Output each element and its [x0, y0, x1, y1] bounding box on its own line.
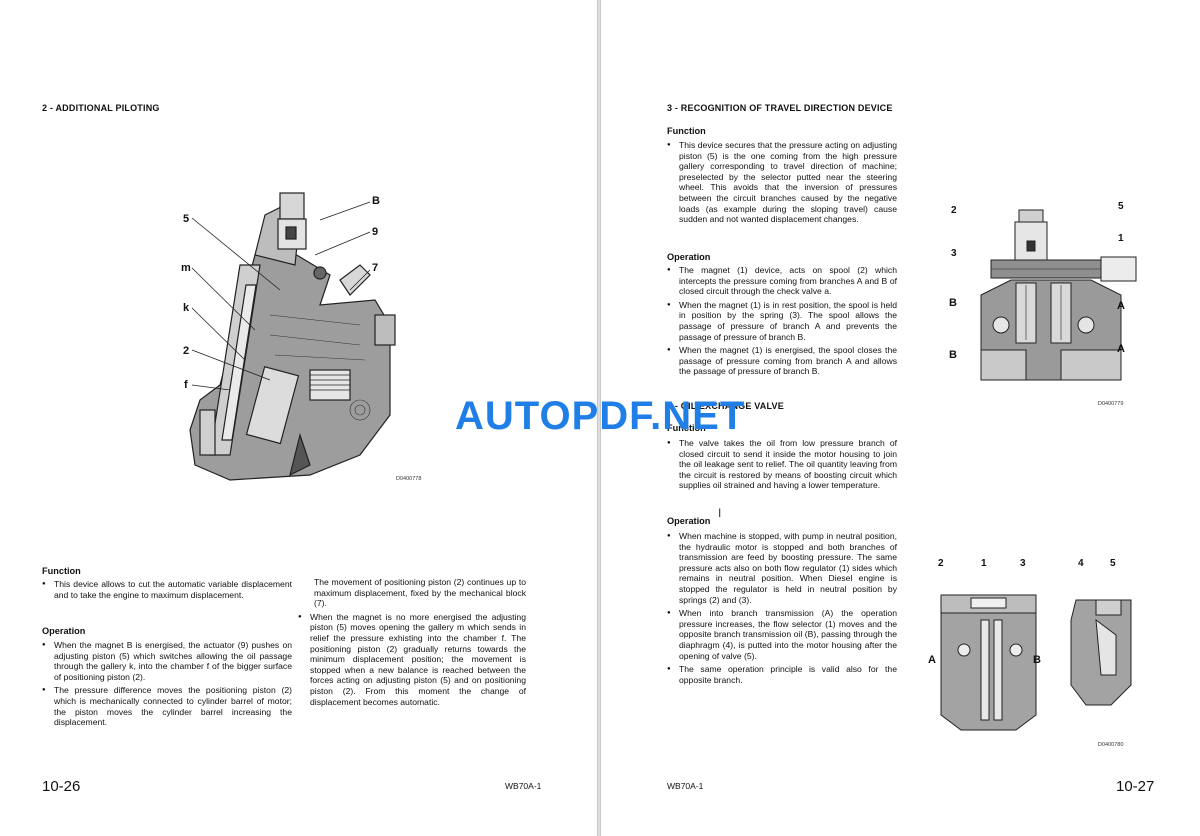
section-title-travel-direction: 3 - RECOGNITION OF TRAVEL DIRECTION DEVI…	[667, 103, 893, 113]
function-heading: Function	[42, 566, 81, 576]
operation-heading: Operation	[42, 626, 86, 636]
callout-2: 2	[183, 345, 190, 357]
callout-k: k	[183, 302, 190, 314]
callout-5: 5	[183, 213, 190, 225]
fig2-callout-2: 2	[938, 558, 944, 569]
fig1-callout-B-lower: B	[949, 349, 957, 361]
s3-function-heading: Function	[667, 126, 706, 136]
s4-operation-item: When into branch transmission (A) the op…	[667, 608, 897, 661]
figure2-code: D0400780	[1098, 742, 1124, 748]
callout-9: 9	[372, 226, 379, 238]
left-page: 2 - ADDITIONAL PILOTING B 9 5 7 m k	[0, 0, 597, 836]
operation-item: The pressure difference moves the positi…	[42, 685, 292, 727]
operation-column-2: The movement of positioning piston (2) c…	[298, 577, 526, 710]
figure-travel-direction-device	[980, 209, 1137, 381]
callout-7: 7	[372, 262, 379, 274]
right-page: 3 - RECOGNITION OF TRAVEL DIRECTION DEVI…	[601, 0, 1200, 836]
callout-m: m	[181, 262, 191, 274]
fig2-callout-1: 1	[981, 558, 987, 569]
callout-leader-lines	[191, 201, 371, 390]
s4-operation-column: When machine is stopped, with pump in ne…	[667, 531, 897, 688]
section-title-oil-exchange: 4 - OIL EXCHANGE VALVE	[667, 401, 784, 411]
callout-B: B	[372, 195, 380, 207]
s3-operation-heading: Operation	[667, 252, 711, 262]
function-item: This device allows to cut the automatic …	[42, 579, 292, 600]
s3-operation-item: When the magnet (1) is energised, the sp…	[667, 345, 897, 377]
fig1-callout-A-upper: A	[1117, 300, 1125, 312]
s3-operation-item: The magnet (1) device, acts on spool (2)…	[667, 265, 897, 297]
s4-function-column: The valve takes the oil from low pressur…	[667, 438, 897, 494]
s3-function-item: This device secures that the pressure ac…	[667, 140, 897, 225]
book-gutter	[597, 0, 601, 836]
s4-function-heading: Function	[667, 423, 706, 433]
model-label: WB70A-1	[667, 781, 704, 791]
figure-code: D0400778	[396, 476, 422, 482]
function-column: This device allows to cut the automatic …	[42, 579, 292, 603]
fig2-callout-B: B	[1033, 654, 1041, 666]
page-number: 10-26	[42, 778, 81, 795]
fig1-callout-B-upper: B	[949, 297, 957, 309]
fig2-callout-5: 5	[1110, 558, 1116, 569]
page-number: 10-27	[1116, 778, 1155, 795]
figure-additional-piloting	[189, 192, 396, 481]
callout-f: f	[184, 379, 188, 391]
s4-operation-item: The same operation principle is valid al…	[667, 664, 897, 685]
fig1-callout-1: 1	[1118, 233, 1124, 244]
fig1-callout-3: 3	[951, 248, 957, 259]
fig1-callout-5: 5	[1118, 201, 1124, 212]
s4-function-item: The valve takes the oil from low pressur…	[667, 438, 897, 491]
s4-operation-item: When machine is stopped, with pump in ne…	[667, 531, 897, 605]
text-cursor-icon: I	[718, 506, 722, 520]
fig2-callout-3: 3	[1020, 558, 1026, 569]
positioning-piston-paragraph: The movement of positioning piston (2) c…	[314, 577, 526, 609]
section-title-additional-piloting: 2 - ADDITIONAL PILOTING	[42, 103, 160, 113]
s3-function-column: This device secures that the pressure ac…	[667, 140, 897, 228]
s4-operation-heading: Operation	[667, 516, 711, 526]
operation-item: When the magnet is no more energised the…	[298, 612, 526, 707]
s3-operation-item: When the magnet (1) is in rest position,…	[667, 300, 897, 342]
operation-item: When the magnet B is energised, the actu…	[42, 640, 292, 682]
s3-operation-column: The magnet (1) device, acts on spool (2)…	[667, 265, 897, 380]
figure1-code: D0400779	[1098, 401, 1124, 407]
figure-oil-exchange-valve	[940, 594, 1132, 731]
model-label: WB70A-1	[505, 781, 542, 791]
fig2-callout-4: 4	[1078, 558, 1084, 569]
fig1-callout-A-lower: A	[1117, 343, 1125, 355]
operation-column: When the magnet B is energised, the actu…	[42, 640, 292, 731]
fig2-callout-A: A	[928, 654, 936, 666]
fig1-callout-2: 2	[951, 205, 957, 216]
watermark-text: AUTOPDF.NET	[455, 394, 746, 438]
